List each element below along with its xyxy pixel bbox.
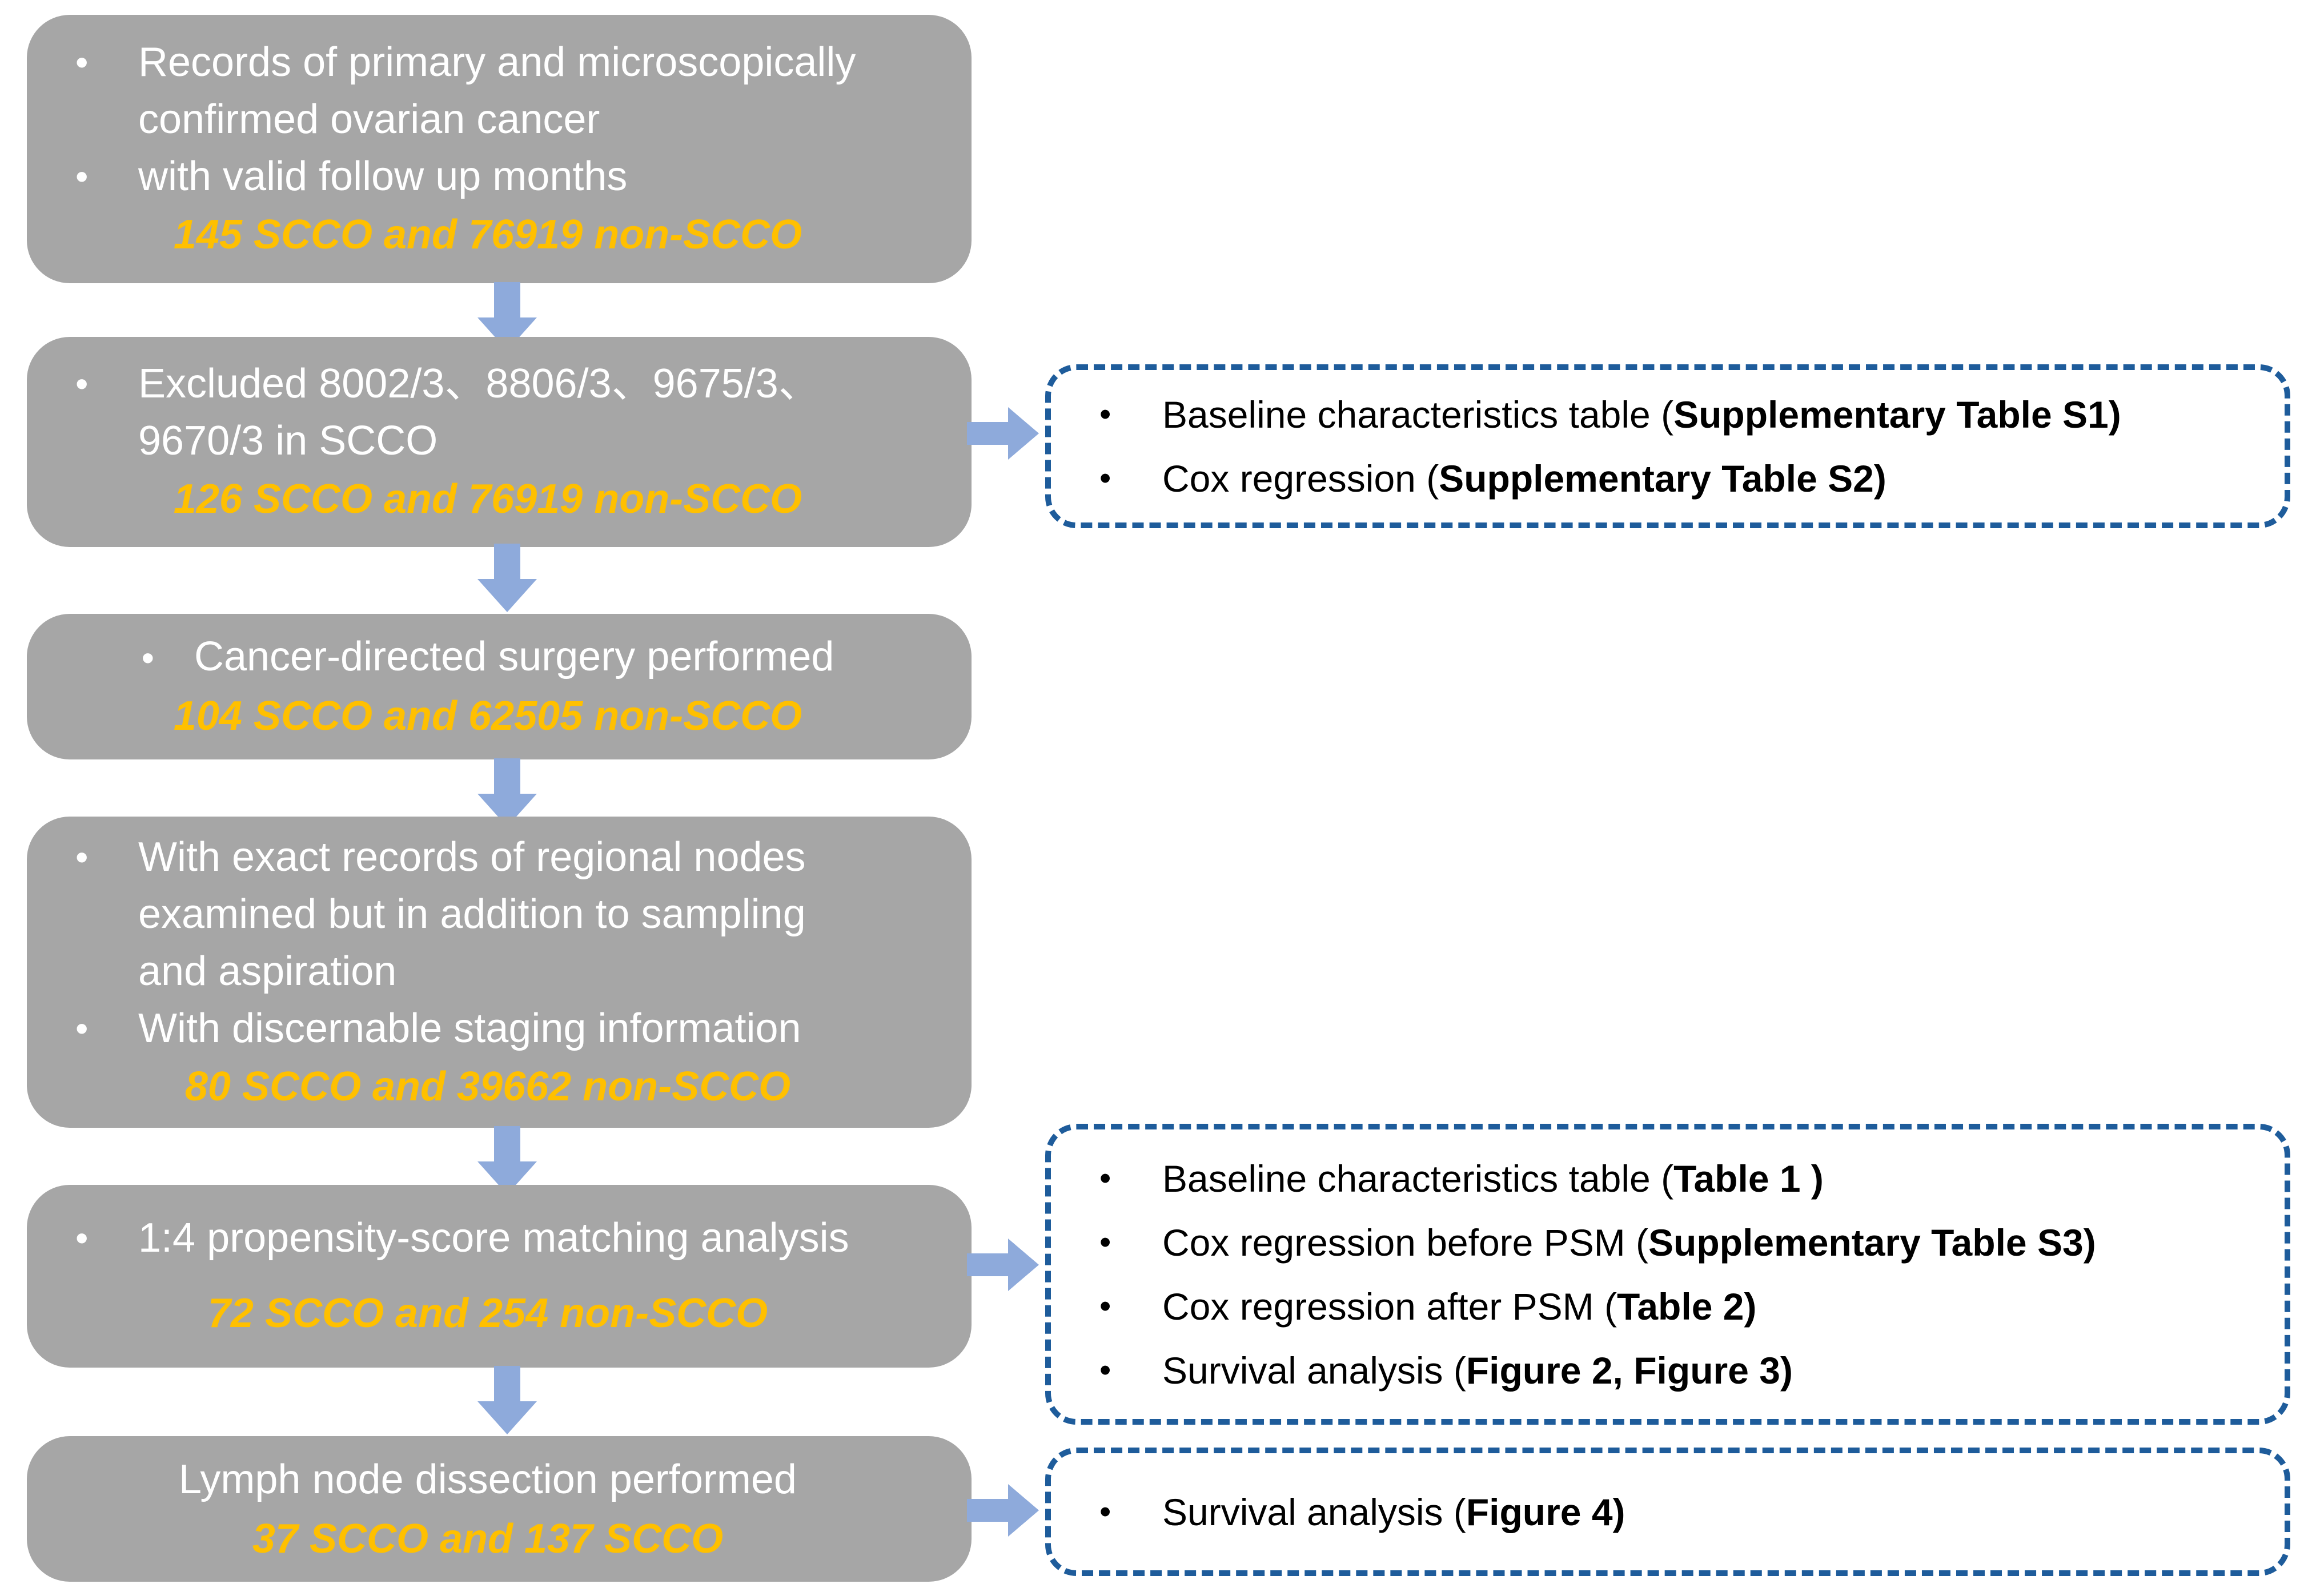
flow-bullet: Records of primary and microscopically c…	[27, 34, 904, 148]
result-item-text: Cox regression (	[1162, 457, 1439, 500]
flow-box-lymph-node-dissection: Lymph node dissection performed 37 SCCO …	[27, 1436, 972, 1582]
result-item: Baseline characteristics table (Suppleme…	[1051, 383, 2285, 447]
down-arrow-5	[477, 1366, 537, 1434]
result-item-text: Survival analysis (	[1162, 1490, 1466, 1533]
count-note: 126 SCCO and 76919 non-SCCO	[173, 476, 802, 522]
flow-bullet: 1:4 propensity-score matching analysis	[27, 1209, 949, 1267]
result-item: Cox regression before PSM (Supplementary…	[1051, 1211, 2285, 1275]
flow-box-nodes-staging-list: With exact records of regional nodes exa…	[27, 829, 949, 1057]
result-item: Baseline characteristics table (Table 1 …	[1051, 1147, 2285, 1211]
result-box-psm-analyses: Baseline characteristics table (Table 1 …	[1045, 1124, 2290, 1425]
flow-box-excluded: Excluded 8002/3、8806/3、9675/3、9670/3 in …	[27, 337, 972, 547]
flow-box-records-list: Records of primary and microscopically c…	[27, 34, 949, 205]
flow-box-surgery: Cancer-directed surgery performed 104 SC…	[27, 614, 972, 759]
flow-bullet: With discernable staging information	[27, 1000, 881, 1057]
result-item: Survival analysis (Figure 4)	[1051, 1480, 2285, 1544]
result-item-ref: Supplementary Table S1)	[1673, 393, 2121, 436]
flow-bullet: with valid follow up months	[27, 148, 904, 205]
down-arrow-2	[477, 544, 537, 612]
result-item-ref: Table 1 )	[1673, 1157, 1824, 1200]
flow-box-text: Lymph node dissection performed	[179, 1456, 797, 1502]
down-arrow-3	[477, 758, 537, 827]
result-item-ref: Supplementary Table S2)	[1439, 457, 1886, 500]
flow-box-records: Records of primary and microscopically c…	[27, 15, 972, 283]
count-note: 145 SCCO and 76919 non-SCCO	[173, 212, 802, 258]
flow-box-psm-list: 1:4 propensity-score matching analysis	[27, 1209, 949, 1267]
result-item-text: Cox regression before PSM (	[1162, 1221, 1649, 1264]
count-note: 37 SCCO and 137 SCCO	[252, 1515, 724, 1562]
result-item: Cox regression (Supplementary Table S2)	[1051, 447, 2285, 510]
flow-box-psm: 1:4 propensity-score matching analysis 7…	[27, 1185, 972, 1368]
count-note: 72 SCCO and 254 non-SCCO	[207, 1291, 768, 1336]
count-note: 80 SCCO and 39662 non-SCCO	[184, 1063, 791, 1109]
flow-box-excluded-list: Excluded 8002/3、8806/3、9675/3、9670/3 in …	[27, 355, 949, 469]
result-list: Baseline characteristics table (Suppleme…	[1051, 383, 2285, 510]
flow-bullet: With exact records of regional nodes exa…	[27, 829, 881, 1000]
result-item-text: Survival analysis (	[1162, 1349, 1466, 1392]
result-item-text: Baseline characteristics table (	[1162, 393, 1674, 436]
right-arrow-1	[967, 407, 1039, 460]
result-list: Survival analysis (Figure 4)	[1051, 1480, 2285, 1544]
count-note: 104 SCCO and 62505 non-SCCO	[173, 693, 802, 739]
result-item-ref: Figure 4)	[1466, 1490, 1625, 1533]
result-item: Survival analysis (Figure 2, Figure 3)	[1051, 1338, 2285, 1402]
result-item: Cox regression after PSM (Table 2)	[1051, 1275, 2285, 1338]
result-item-ref: Supplementary Table S3)	[1648, 1221, 2096, 1264]
down-arrow-4	[477, 1126, 537, 1195]
result-item-ref: Figure 2, Figure 3)	[1466, 1349, 1793, 1392]
right-arrow-2	[967, 1239, 1039, 1291]
result-box-figure4: Survival analysis (Figure 4)	[1045, 1448, 2290, 1576]
flow-bullet: Cancer-directed surgery performed	[27, 628, 949, 686]
result-item-text: Cox regression after PSM (	[1162, 1285, 1617, 1328]
result-item-ref: Table 2)	[1616, 1285, 1757, 1328]
flow-box-nodes-staging: With exact records of regional nodes exa…	[27, 817, 972, 1128]
right-arrow-3	[967, 1484, 1039, 1537]
flow-box-surgery-list: Cancer-directed surgery performed	[27, 628, 949, 686]
down-arrow-1	[477, 282, 537, 351]
result-list: Baseline characteristics table (Table 1 …	[1051, 1147, 2285, 1402]
result-box-supplementary-s1-s2: Baseline characteristics table (Suppleme…	[1045, 364, 2290, 528]
result-item-text: Baseline characteristics table (	[1162, 1157, 1674, 1200]
flow-bullet: Excluded 8002/3、8806/3、9675/3、9670/3 in …	[27, 355, 892, 469]
